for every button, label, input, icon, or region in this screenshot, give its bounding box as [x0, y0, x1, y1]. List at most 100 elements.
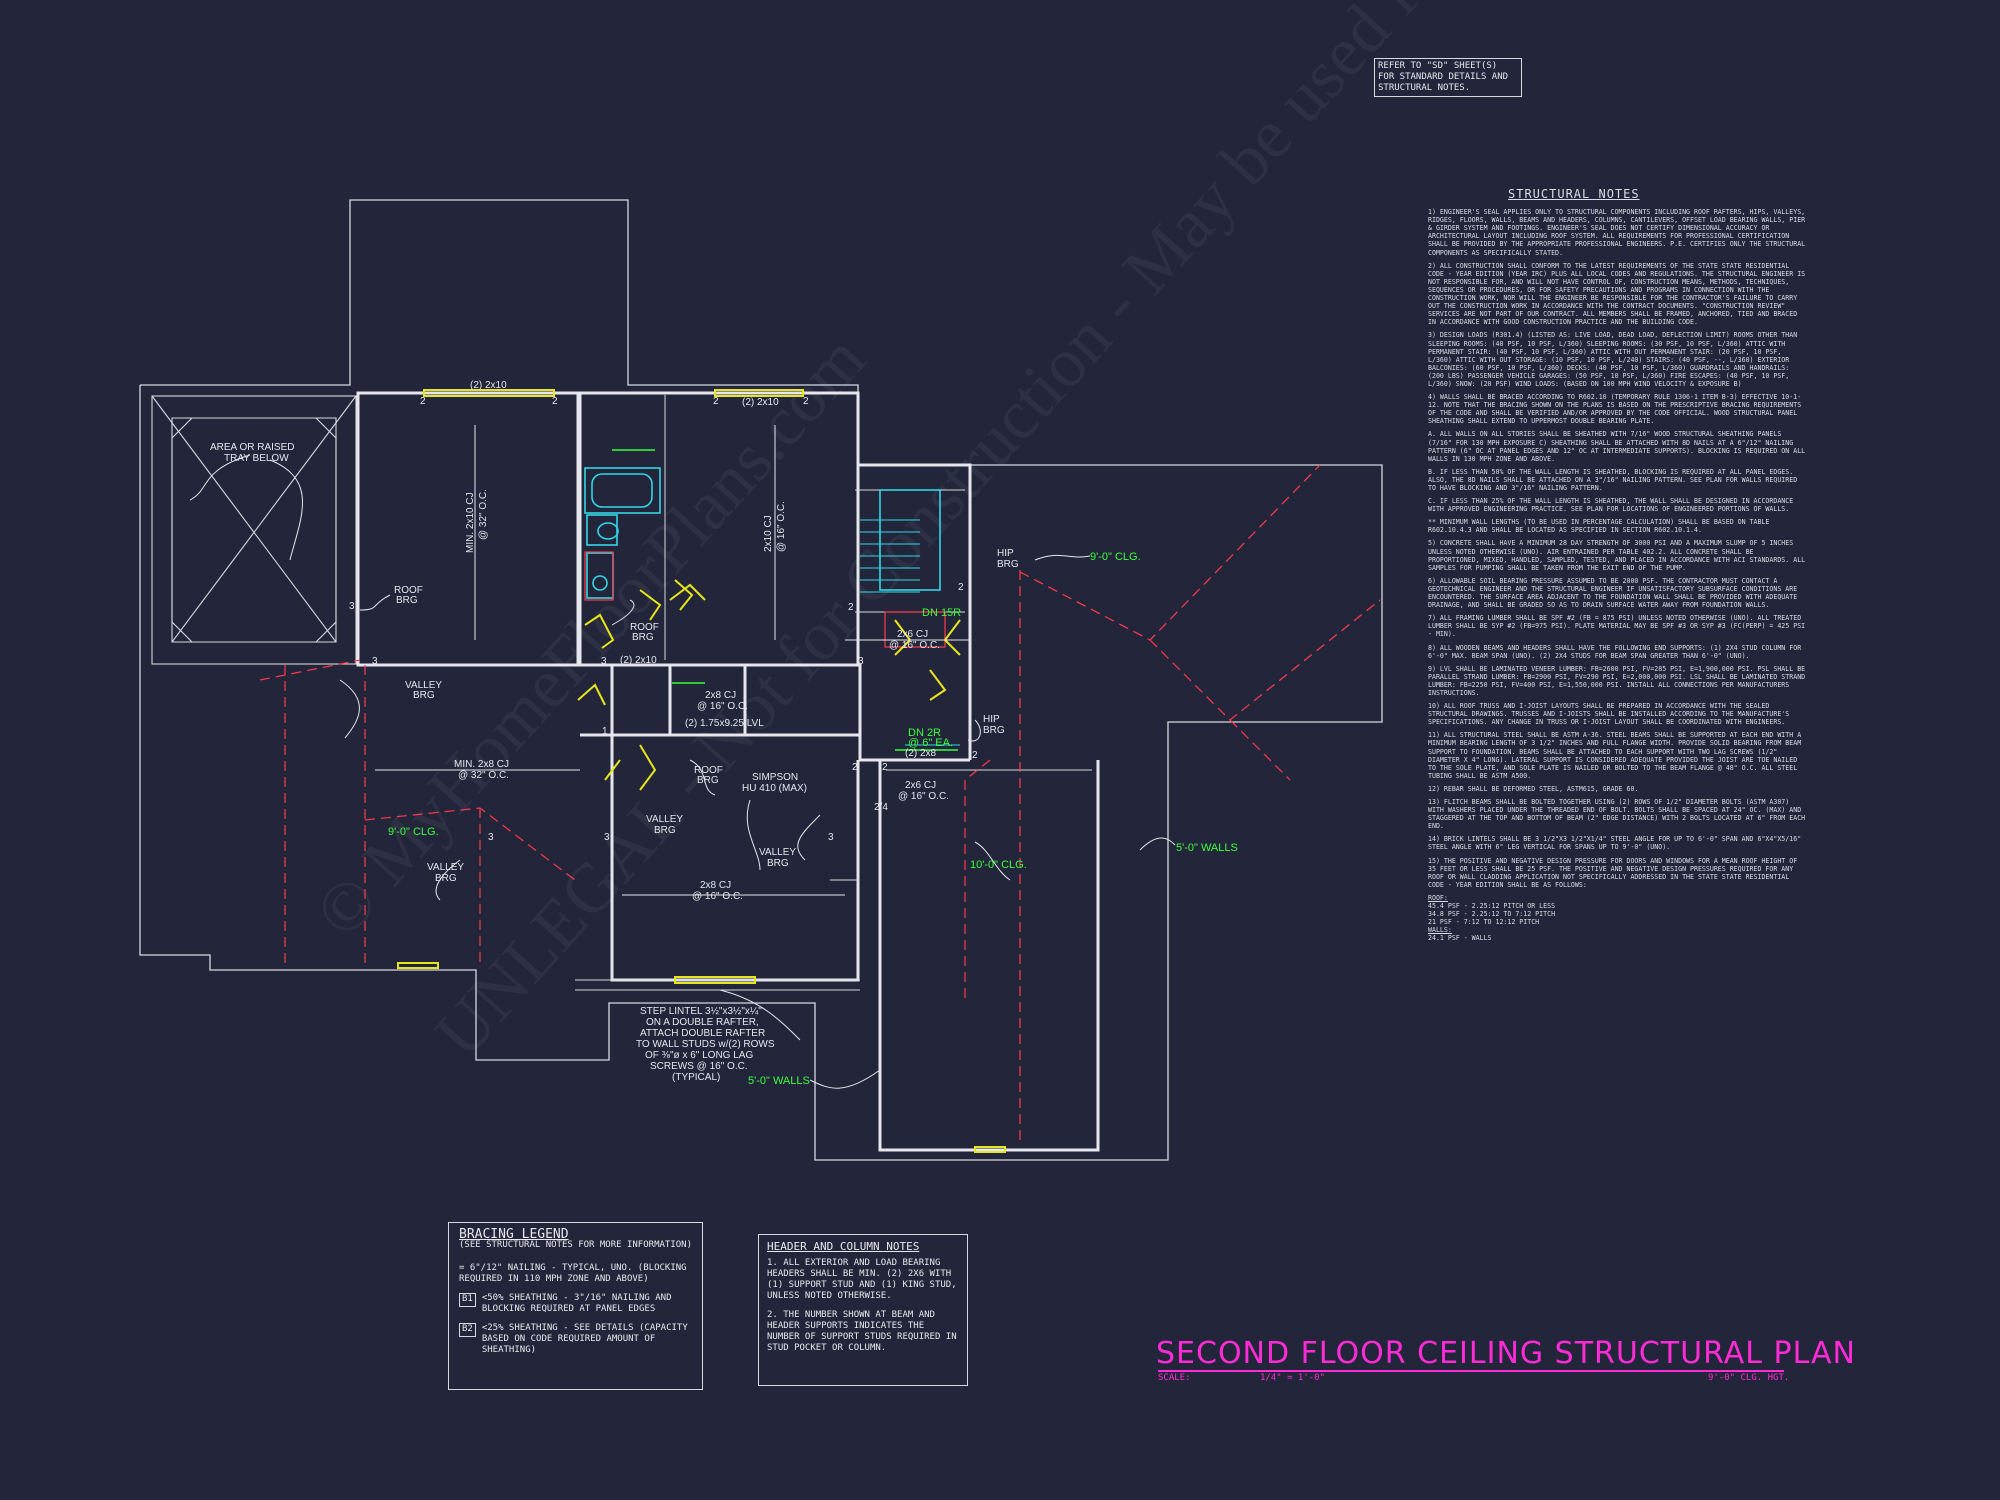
simpson-1: SIMPSON [752, 772, 798, 783]
header-column-notes: HEADER AND COLUMN NOTES 1. ALL EXTERIOR … [758, 1234, 968, 1386]
step-lintel-3: ATTACH DOUBLE RAFTER [640, 1028, 765, 1039]
stud-count: 2 [958, 582, 964, 593]
roof-brg-c-1: ROOF [694, 765, 723, 776]
clg-10: 10'-0" CLG. [970, 859, 1027, 871]
tray-label-1: AREA OR RAISED [210, 442, 294, 453]
header-notes-heading: HEADER AND COLUMN NOTES [767, 1240, 920, 1253]
pressure-loads: ROOF: 45.4 PSF - 2.25:12 PITCH OR LESS 3… [1428, 894, 1808, 943]
roof-line: 21 PSF - 7:12 TO 12:12 PITCH [1428, 918, 1540, 927]
cj-2x8-a: 2x8 CJ [705, 690, 736, 701]
cj-bedroom2-spacing: @ 16" O.C. [776, 501, 787, 552]
stud-count: 2 [552, 396, 558, 407]
structural-note: C. IF LESS THAN 25% OF THE WALL LENGTH I… [1428, 497, 1794, 514]
valley-brg-c-2: BRG [654, 825, 676, 836]
cj-bedroom1: MIN. 2x10 CJ [465, 492, 476, 553]
hip-brg-b-2: BRG [983, 725, 1005, 736]
roof-brg-b-2: BRG [632, 632, 654, 643]
cj-bedroom1-spacing: @ 32" O.C. [478, 489, 489, 540]
step-lintel-6: SCREWS @ 16" O.C. [650, 1061, 748, 1072]
roof-label: ROOF: [1428, 893, 1448, 902]
stair-treads [860, 519, 960, 746]
structural-notes-heading: STRUCTURAL NOTES [1508, 187, 1640, 201]
stud-count: 3 [349, 601, 355, 612]
stud-count: 3 [828, 832, 834, 843]
title-underline [1158, 1370, 1784, 1372]
simpson-2: HU 410 (MAX) [742, 783, 807, 794]
roof-lines [259, 464, 1381, 1145]
structural-note: A. ALL WALLS ON ALL STORIES SHALL BE SHE… [1428, 430, 1806, 463]
cj-bedroom2: 2x10 CJ [763, 515, 774, 552]
structural-note: 3) DESIGN LOADS (R301.4) (LISTED AS: LIV… [1428, 331, 1798, 388]
structural-note: 11) ALL STRUCTURAL STEEL SHALL BE ASTM A… [1428, 731, 1802, 780]
structural-note: 5) CONCRETE SHALL HAVE A MINIMUM 28 DAY … [1428, 539, 1806, 572]
header-note-1: 1. ALL EXTERIOR AND LOAD BEARING HEADERS… [767, 1258, 957, 1301]
stud-count: 2 [882, 762, 888, 773]
valley-brg-d-2: BRG [767, 858, 789, 869]
stud-count: 2 [420, 396, 426, 407]
green-bracing [612, 449, 958, 751]
cj-2x6-a-spacing: @ 16" O.C. [889, 640, 940, 651]
bath-red-tile [584, 551, 946, 648]
structural-note: 7) ALL FRAMING LUMBER SHALL BE SPF #2 (F… [1428, 614, 1806, 639]
valley-brg-a-1: VALLEY [405, 680, 442, 691]
stud-count: 2 [848, 602, 854, 613]
header-top-left: (2) 2x10 [470, 380, 507, 391]
sd-reference-note: REFER TO "SD" SHEET(S) FOR STANDARD DETA… [1374, 58, 1522, 97]
header-note-2: 2. THE NUMBER SHOWN AT BEAM AND HEADER S… [767, 1310, 957, 1353]
legend-text: <25% SHEATHING - SEE DETAILS (CAPACITY B… [481, 1323, 688, 1355]
legend-row-b2: B2 <25% SHEATHING - SEE DETAILS (CAPACIT… [459, 1323, 692, 1356]
walls-label: WALLS: [1428, 926, 1452, 935]
cj-2x8-left-spacing: @ 32" O.C. [458, 770, 509, 781]
header-2x8: (2) 2x8 [905, 748, 937, 759]
structural-note: 15) THE POSITIVE AND NEGATIVE DESIGN PRE… [1428, 856, 1798, 889]
roof-brg-b-1: ROOF [630, 622, 659, 633]
leaders [189, 454, 1176, 1089]
legend-row-typical: = 6"/12" NAILING - TYPICAL, UNO. (BLOCKI… [459, 1263, 692, 1285]
step-lintel-2: ON A DOUBLE RAFTER, [646, 1017, 759, 1028]
cj-2x8-b: 2x8 CJ [700, 880, 731, 891]
cj-2x6-a: 2x6 CJ [897, 629, 928, 640]
hip-brg-a-2: BRG [997, 559, 1019, 570]
clg-9-right: 9'-0" CLG. [1090, 551, 1141, 563]
dn-2r: DN 2R [908, 727, 941, 739]
stud-count: 2 [803, 396, 809, 407]
legend-symbol-b1: B1 [459, 1293, 476, 1307]
ceiling-height: 9'-0" CLG. HGT. [1708, 1373, 1790, 1383]
scale-value: 1/4" = 1'-0" [1260, 1373, 1326, 1383]
roof-brg-a-2: BRG [396, 595, 418, 606]
stud-count: 3 [372, 656, 378, 667]
tray-label-2: TRAY BELOW [224, 453, 289, 464]
legend-text: <50% SHEATHING - 3"/16" NAILING AND BLOC… [481, 1293, 672, 1314]
stud-count: 2 [972, 750, 978, 761]
roof-line: 34.8 PSF - 2.25:12 TO 7:12 PITCH [1428, 910, 1556, 919]
stud-count: 3 [488, 832, 494, 843]
valley-brg-b-2: BRG [435, 873, 457, 884]
structural-note: 13) FLITCH BEAMS SHALL BE BOLTED TOGETHE… [1428, 798, 1806, 831]
structural-note: 14) BRICK LINTELS SHALL BE 3 1/2"x3 1/2"… [1428, 835, 1802, 852]
dn-15r: DN 15R [922, 607, 961, 619]
stud-count: 3 [601, 656, 607, 667]
stud-ratio: 2/4 [874, 802, 888, 813]
walls-5-bottom: 5'-0" WALLS [748, 1075, 810, 1087]
lvl-beam: (2) 1.75x9.25 LVL [685, 718, 764, 729]
structural-note: 1) ENGINEER'S SEAL APPLIES ONLY TO STRUC… [1428, 208, 1806, 257]
stud-count: 2 [713, 396, 719, 407]
tray-ceiling [151, 395, 357, 665]
walls-line: 24.1 PSF - WALLS [1428, 934, 1492, 943]
bracing-legend-subheading: (SEE STRUCTURAL NOTES FOR MORE INFORMATI… [459, 1240, 692, 1250]
legend-text: = 6"/12" NAILING - TYPICAL, UNO. (BLOCKI… [459, 1263, 687, 1284]
header-mid: (2) 2x10 [620, 655, 657, 666]
structural-note: 9) LVL SHALL BE LAMINATED VENEER LUMBER:… [1428, 664, 1806, 697]
joist-arrows [375, 425, 970, 896]
walls-5-right: 5'-0" WALLS [1176, 842, 1238, 854]
cj-2x6-b-spacing: @ 16" O.C. [898, 791, 949, 802]
stud-count: 3 [604, 832, 610, 843]
hip-brg-b-1: HIP [983, 714, 1000, 725]
structural-note: 6) ALLOWABLE SOIL BEARING PRESSURE ASSUM… [1428, 576, 1798, 610]
sheet-title: SECOND FLOOR CEILING STRUCTURAL PLAN [1156, 1336, 1856, 1371]
step-lintel-1: STEP LINTEL 3½"x3½"x¼" [640, 1005, 762, 1017]
header-beams [397, 389, 1006, 1153]
dn-2r-ea: @ 6" EA. [908, 737, 953, 749]
plan-text: AREA OR RAISED TRAY BELOW (2) 2x10 (2) 2… [210, 380, 1238, 1087]
structural-note: 12) REBAR SHALL BE DEFORMED STEEL, ASTM6… [1428, 784, 1639, 793]
